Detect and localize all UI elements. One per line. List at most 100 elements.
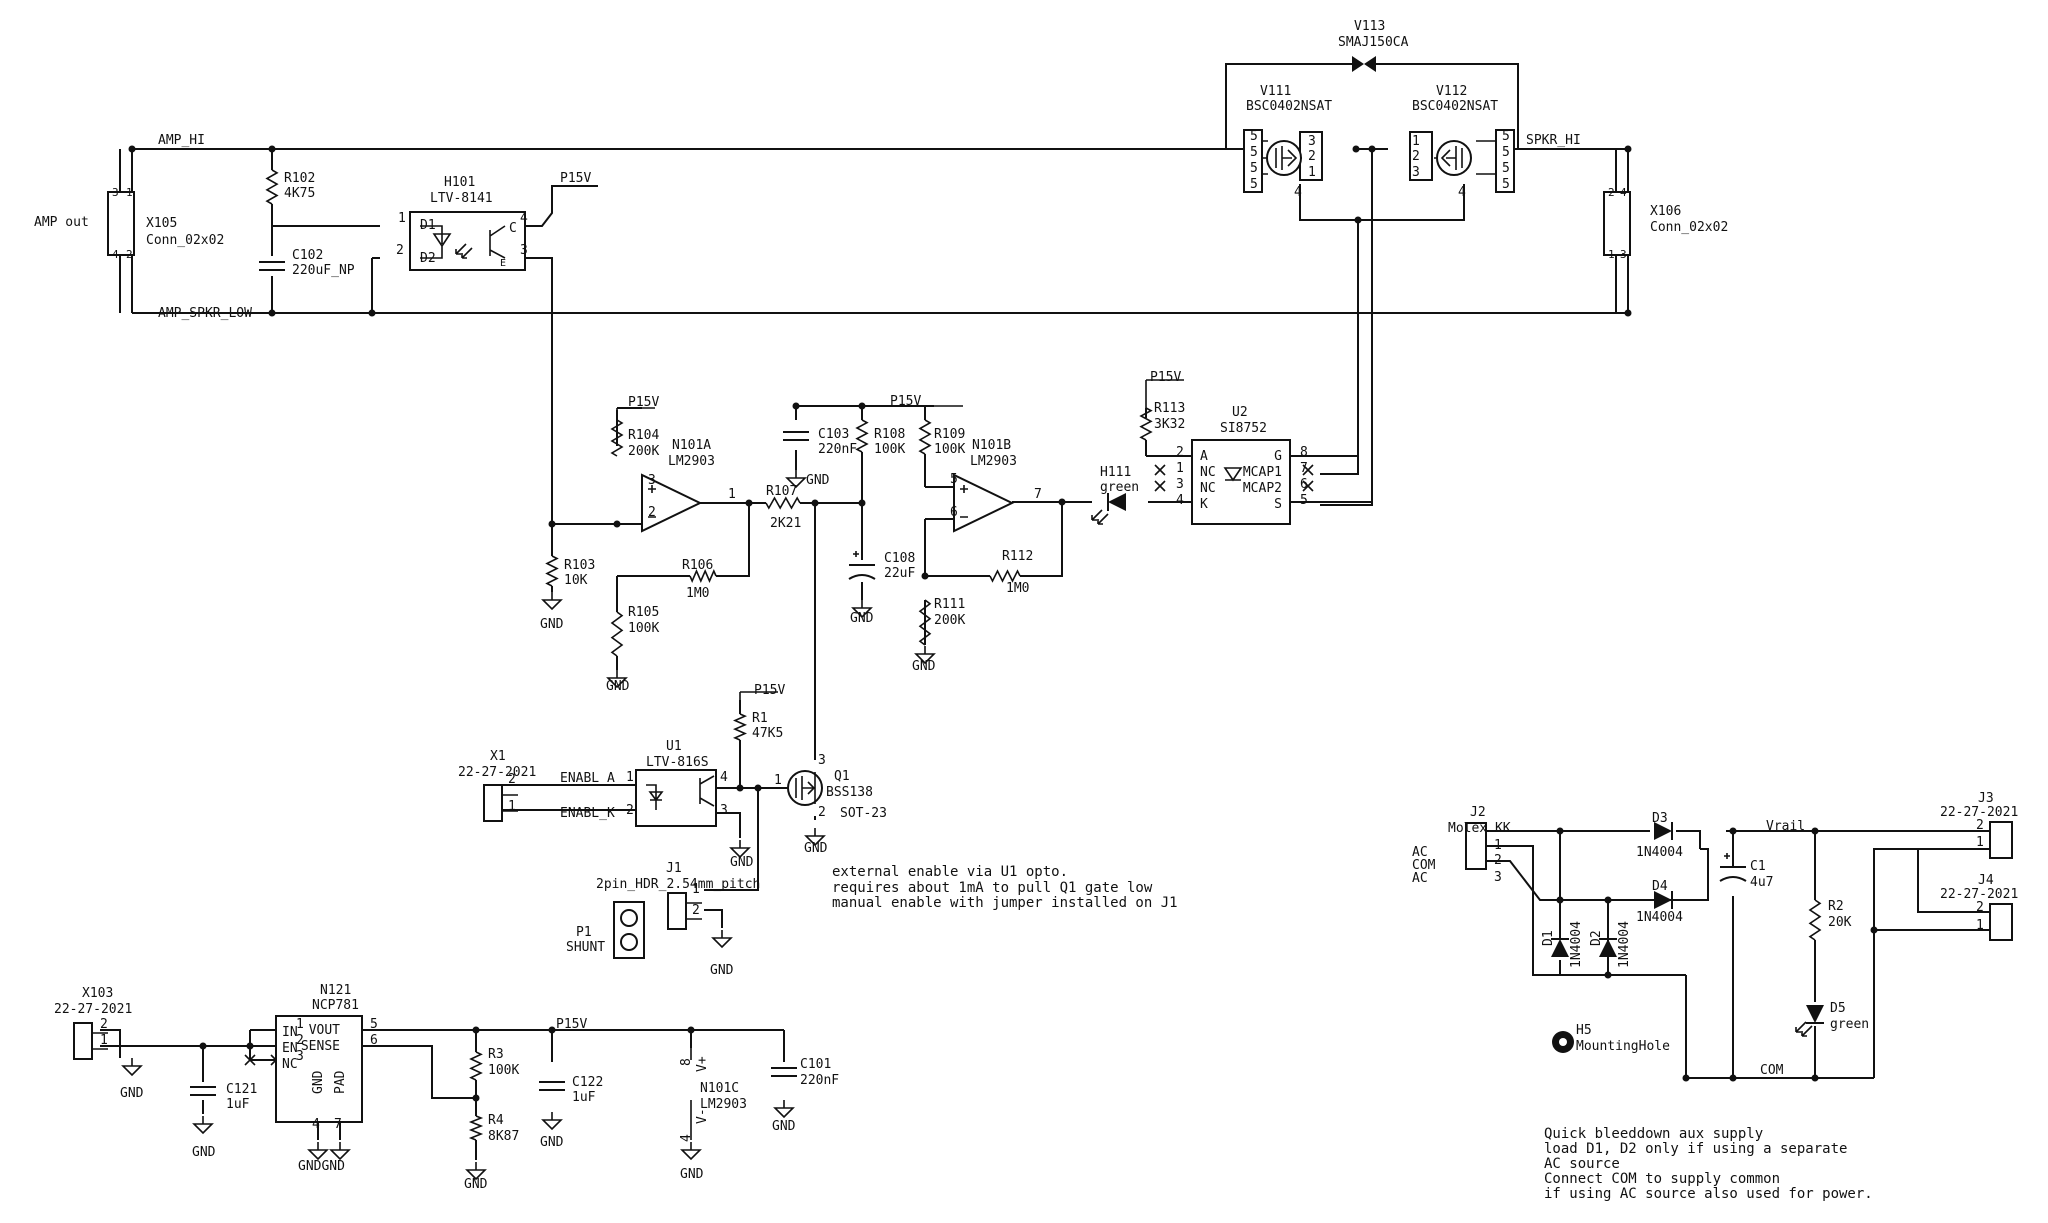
x1-pin: 1 xyxy=(508,799,516,814)
pin-number: 1 xyxy=(728,487,736,502)
ref-label: C122 xyxy=(572,1075,603,1090)
resistor-r3 xyxy=(469,1051,483,1081)
ref-label: R108 xyxy=(874,427,905,442)
x103-pin: 1 xyxy=(100,1033,108,1048)
ref-label: N101A xyxy=(672,438,711,453)
capacitor-c121 xyxy=(190,1086,216,1096)
value-label: 10K xyxy=(564,573,588,588)
value-label: Conn_02x02 xyxy=(1650,220,1728,235)
ref-label: R102 xyxy=(284,171,315,186)
wire xyxy=(1486,860,1560,901)
led-d5-arrows xyxy=(1795,1021,1813,1037)
ref-label: U1 xyxy=(666,739,682,754)
power-label: P15V xyxy=(754,683,785,698)
ref-label: J3 xyxy=(1978,791,1994,806)
resistor-r2 xyxy=(1808,899,1822,941)
ref-label: D4 xyxy=(1652,879,1668,894)
ground-c103 xyxy=(785,470,807,489)
diode-d4 xyxy=(1654,891,1672,909)
wire xyxy=(100,1029,121,1058)
opamp-signs xyxy=(960,485,968,518)
power-p15v-r104 xyxy=(616,407,655,410)
optocoupler-h101 xyxy=(409,211,526,271)
ref-label: R109 xyxy=(934,427,965,442)
opamp-signs xyxy=(648,485,656,518)
resistor-r113 xyxy=(1139,407,1153,441)
fet-pin-number: 1 xyxy=(1308,165,1316,180)
value-label: 47K5 xyxy=(752,726,783,741)
junction-dot xyxy=(472,1026,480,1034)
value-label: 8K87 xyxy=(488,1129,519,1144)
junction-dot xyxy=(754,784,762,792)
ref-label: X1 xyxy=(490,749,506,764)
j2-pin: 2 xyxy=(1494,853,1502,868)
value-label: 220uF_NP xyxy=(292,263,355,278)
x105-pin: 2 xyxy=(126,248,133,261)
phototransistor xyxy=(489,225,506,259)
no-connect-mark xyxy=(1154,480,1166,492)
j3-pin: 1 xyxy=(1976,835,1984,850)
h101-pin: E xyxy=(500,258,506,269)
n121-pin-name: PAD xyxy=(333,1070,348,1094)
wire xyxy=(525,257,553,524)
gnd-label: GND xyxy=(464,1177,488,1192)
n121-pin-name: IN xyxy=(282,1025,298,1040)
ref-label: R3 xyxy=(488,1047,504,1062)
note-text: Quick bleeddown aux supply xyxy=(1544,1126,1763,1142)
resistor-r103 xyxy=(545,555,559,587)
wire xyxy=(1376,63,1519,149)
resistor-r107 xyxy=(765,496,801,510)
junction-dot xyxy=(1811,827,1819,835)
resistor-r109 xyxy=(918,419,932,455)
ref-label: R107 xyxy=(766,484,797,499)
value-label: 1uF xyxy=(226,1097,250,1112)
ref-label: J1 xyxy=(666,861,682,876)
resistor-r108 xyxy=(855,419,869,453)
note-text: Connect COM to supply common xyxy=(1544,1171,1780,1187)
components xyxy=(73,56,2013,1181)
no-connect-mark xyxy=(244,1054,256,1066)
value-label: 20K xyxy=(1828,915,1852,930)
junction-dot xyxy=(1604,896,1612,904)
net-label: SPKR_HI xyxy=(1526,133,1581,148)
wire xyxy=(716,812,741,838)
ref-label: D5 xyxy=(1830,1001,1846,1016)
h101-pin: D2 xyxy=(420,251,436,266)
junction-dot xyxy=(858,499,866,507)
value-label: Molex KK xyxy=(1448,821,1511,836)
resistor-r105 xyxy=(610,611,624,657)
ground-r4 xyxy=(465,1162,487,1181)
value-label: 22-27-2021 xyxy=(54,1002,132,1017)
value-label: 200K xyxy=(628,444,659,459)
u2-pin-name: MCAP1 xyxy=(1243,465,1282,480)
junction-dot xyxy=(472,1094,480,1102)
value-label: LM2903 xyxy=(668,454,715,469)
resistor-r104 xyxy=(610,419,624,457)
wire xyxy=(1873,848,2012,1078)
note-text: requires about 1mA to pull Q1 gate low xyxy=(832,880,1153,896)
diode-d1 xyxy=(1551,939,1569,957)
u2-pin-number: 7 xyxy=(1300,461,1308,476)
ref-label: J2 xyxy=(1470,805,1486,820)
ref-label: D1 xyxy=(1541,930,1556,946)
ref-label: R4 xyxy=(488,1113,504,1128)
ground-c121 xyxy=(192,1116,214,1135)
connector-pins xyxy=(686,902,702,920)
value-label: 1N4004 xyxy=(1569,921,1584,968)
connector-x103 xyxy=(73,1022,93,1060)
gnd-label: GND xyxy=(540,1135,564,1150)
junction-dot xyxy=(1624,309,1632,317)
ground-q1 xyxy=(804,828,826,847)
wire xyxy=(1299,184,1465,221)
gnd-label: GND xyxy=(912,659,936,674)
ref-label: D3 xyxy=(1652,811,1668,826)
value-label: 100K xyxy=(628,621,659,636)
junction-dot xyxy=(1604,971,1612,979)
h101-pin-number: 2 xyxy=(396,243,404,258)
junction-dot xyxy=(246,1042,254,1050)
wire xyxy=(1559,960,1608,976)
h101-pin: D1 xyxy=(420,218,436,233)
value-label: 3K32 xyxy=(1154,417,1185,432)
junction-dot xyxy=(199,1042,207,1050)
junction-dot xyxy=(736,784,744,792)
